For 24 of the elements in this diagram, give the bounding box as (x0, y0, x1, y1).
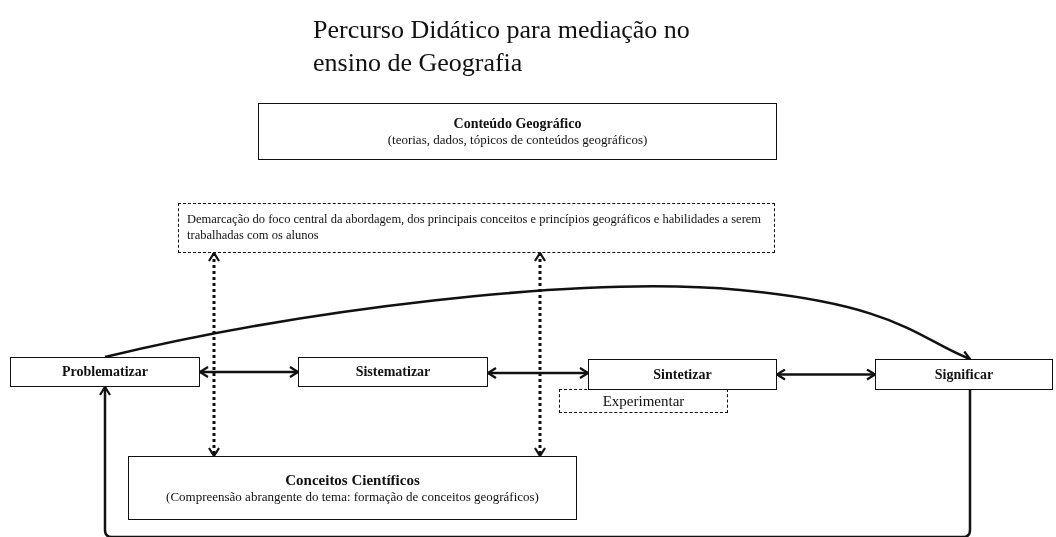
box-label: Sistematizar (355, 363, 431, 381)
arrow (775, 368, 877, 381)
box-label: Sintetizar (653, 365, 712, 384)
box-description: (Compreensão abrangente do tema: formação de conceitos geográficos) (166, 489, 539, 506)
box-label: Demarcação do foco central da abordagem, dos principais conceitos e princípios geográficos e habilidades a serem trabalhadas com os alunos (187, 212, 762, 244)
dashed-box (559, 389, 728, 413)
box-label: Problematizar (61, 363, 148, 381)
arrow (486, 366, 590, 380)
box-label: Significar (934, 365, 994, 384)
process-box (588, 359, 777, 390)
process-box (875, 359, 1053, 390)
arrow (198, 365, 300, 379)
box-heading: Conteúdo Geográfico (453, 114, 582, 133)
dashed-box (178, 203, 775, 253)
diagram-title: Percurso Didático para mediação no ensino de Geografia (313, 14, 691, 79)
dotted-arrow (207, 251, 221, 458)
process-box (258, 103, 777, 160)
box-description: (teorias, dados, tópicos de conteúdos geográficos) (387, 132, 648, 149)
dotted-arrow (533, 251, 547, 458)
arrow (98, 385, 972, 537)
process-box (298, 357, 488, 387)
process-box (10, 357, 200, 387)
process-box (128, 456, 577, 520)
box-heading: Conceitos Científicos (285, 470, 420, 490)
